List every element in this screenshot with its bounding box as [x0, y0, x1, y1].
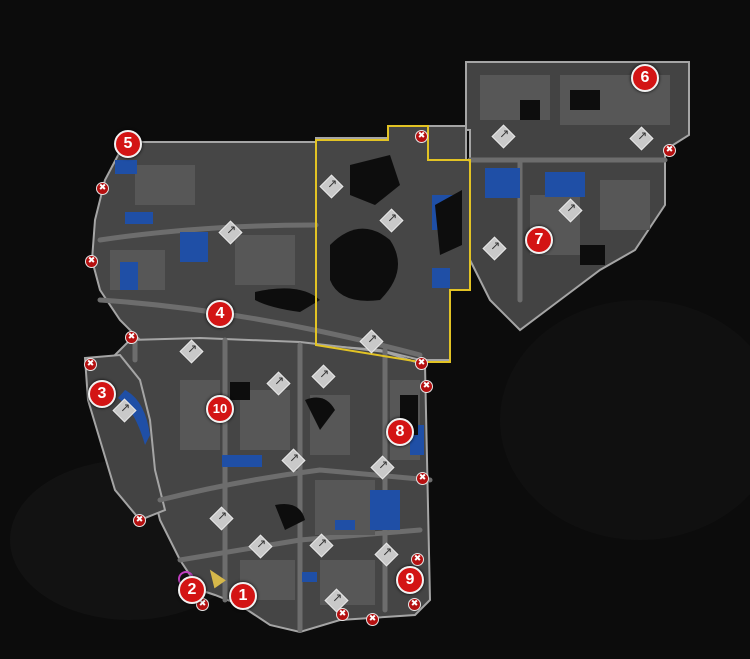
location-marker-1[interactable]: 1: [229, 582, 257, 610]
turn-arrow-icon[interactable]: [374, 542, 399, 567]
building-blocks: [110, 75, 670, 605]
no-entry-icon[interactable]: ✖: [125, 331, 138, 344]
dark-structures: [230, 90, 605, 530]
location-marker-8[interactable]: 8: [386, 418, 414, 446]
turn-arrow-icon[interactable]: [558, 198, 583, 223]
location-marker-9[interactable]: 9: [396, 566, 424, 594]
location-marker-3[interactable]: 3: [88, 380, 116, 408]
turn-arrow-icon[interactable]: [379, 208, 404, 233]
turn-arrow-icon[interactable]: [281, 448, 306, 473]
turn-arrow-icon[interactable]: [482, 236, 507, 261]
location-marker-7[interactable]: 7: [525, 226, 553, 254]
turn-arrow-icon[interactable]: [266, 371, 291, 396]
no-entry-icon[interactable]: ✖: [84, 358, 97, 371]
no-entry-icon[interactable]: ✖: [336, 608, 349, 621]
no-entry-icon[interactable]: ✖: [411, 553, 424, 566]
no-entry-icon[interactable]: ✖: [415, 357, 428, 370]
no-entry-icon[interactable]: ✖: [408, 598, 421, 611]
no-entry-icon[interactable]: ✖: [420, 380, 433, 393]
turn-arrow-icon[interactable]: [112, 398, 137, 423]
location-marker-10[interactable]: 10: [206, 395, 234, 423]
no-entry-icon[interactable]: ✖: [663, 144, 676, 157]
location-marker-4[interactable]: 4: [206, 300, 234, 328]
no-entry-icon[interactable]: ✖: [366, 613, 379, 626]
turn-arrow-icon[interactable]: [218, 220, 243, 245]
location-marker-5[interactable]: 5: [114, 130, 142, 158]
no-entry-icon[interactable]: ✖: [96, 182, 109, 195]
turn-arrow-icon[interactable]: [319, 174, 344, 199]
turn-arrow-icon[interactable]: [311, 364, 336, 389]
turn-arrow-icon[interactable]: [309, 533, 334, 558]
no-entry-icon[interactable]: ✖: [415, 130, 428, 143]
turn-arrow-icon[interactable]: [209, 506, 234, 531]
no-entry-icon[interactable]: ✖: [85, 255, 98, 268]
no-entry-icon[interactable]: ✖: [416, 472, 429, 485]
turn-arrow-icon[interactable]: [248, 534, 273, 559]
turn-arrow-icon[interactable]: [359, 329, 384, 354]
turn-arrow-icon[interactable]: [491, 124, 516, 149]
turn-arrow-icon[interactable]: [629, 126, 654, 151]
turn-arrow-icon[interactable]: [370, 455, 395, 480]
no-entry-icon[interactable]: ✖: [133, 514, 146, 527]
player-arrow-icon: [204, 565, 226, 589]
turn-arrow-icon[interactable]: [179, 339, 204, 364]
location-marker-6[interactable]: 6: [631, 64, 659, 92]
location-marker-2[interactable]: 2: [178, 576, 206, 604]
restricted-zone: [315, 125, 471, 363]
